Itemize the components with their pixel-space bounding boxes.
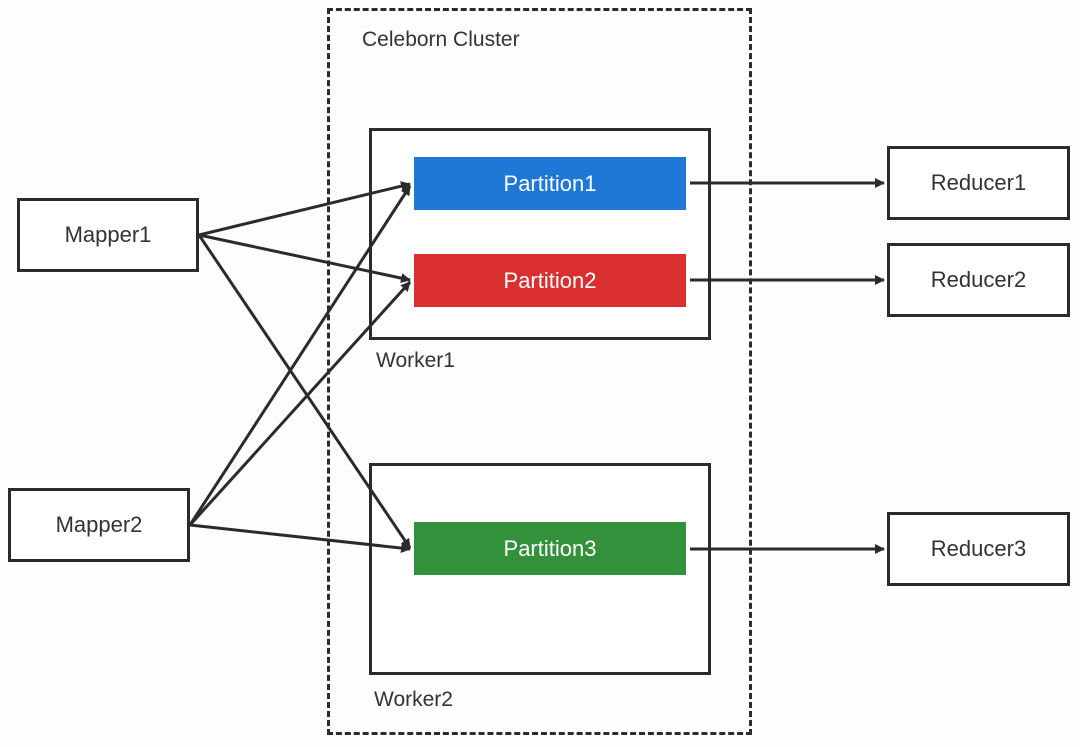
reducer1-node: Reducer1 bbox=[887, 146, 1070, 220]
mapper1-node: Mapper1 bbox=[17, 198, 199, 272]
reducer2-node: Reducer2 bbox=[887, 243, 1070, 317]
cluster-label: Celeborn Cluster bbox=[362, 28, 520, 51]
worker2-label: Worker2 bbox=[374, 688, 453, 711]
partition3: Partition3 bbox=[414, 522, 686, 575]
worker1-label: Worker1 bbox=[376, 349, 455, 372]
partition1: Partition1 bbox=[414, 157, 686, 210]
partition2: Partition2 bbox=[414, 254, 686, 307]
reducer3-node: Reducer3 bbox=[887, 512, 1070, 586]
mapper2-node: Mapper2 bbox=[8, 488, 190, 562]
